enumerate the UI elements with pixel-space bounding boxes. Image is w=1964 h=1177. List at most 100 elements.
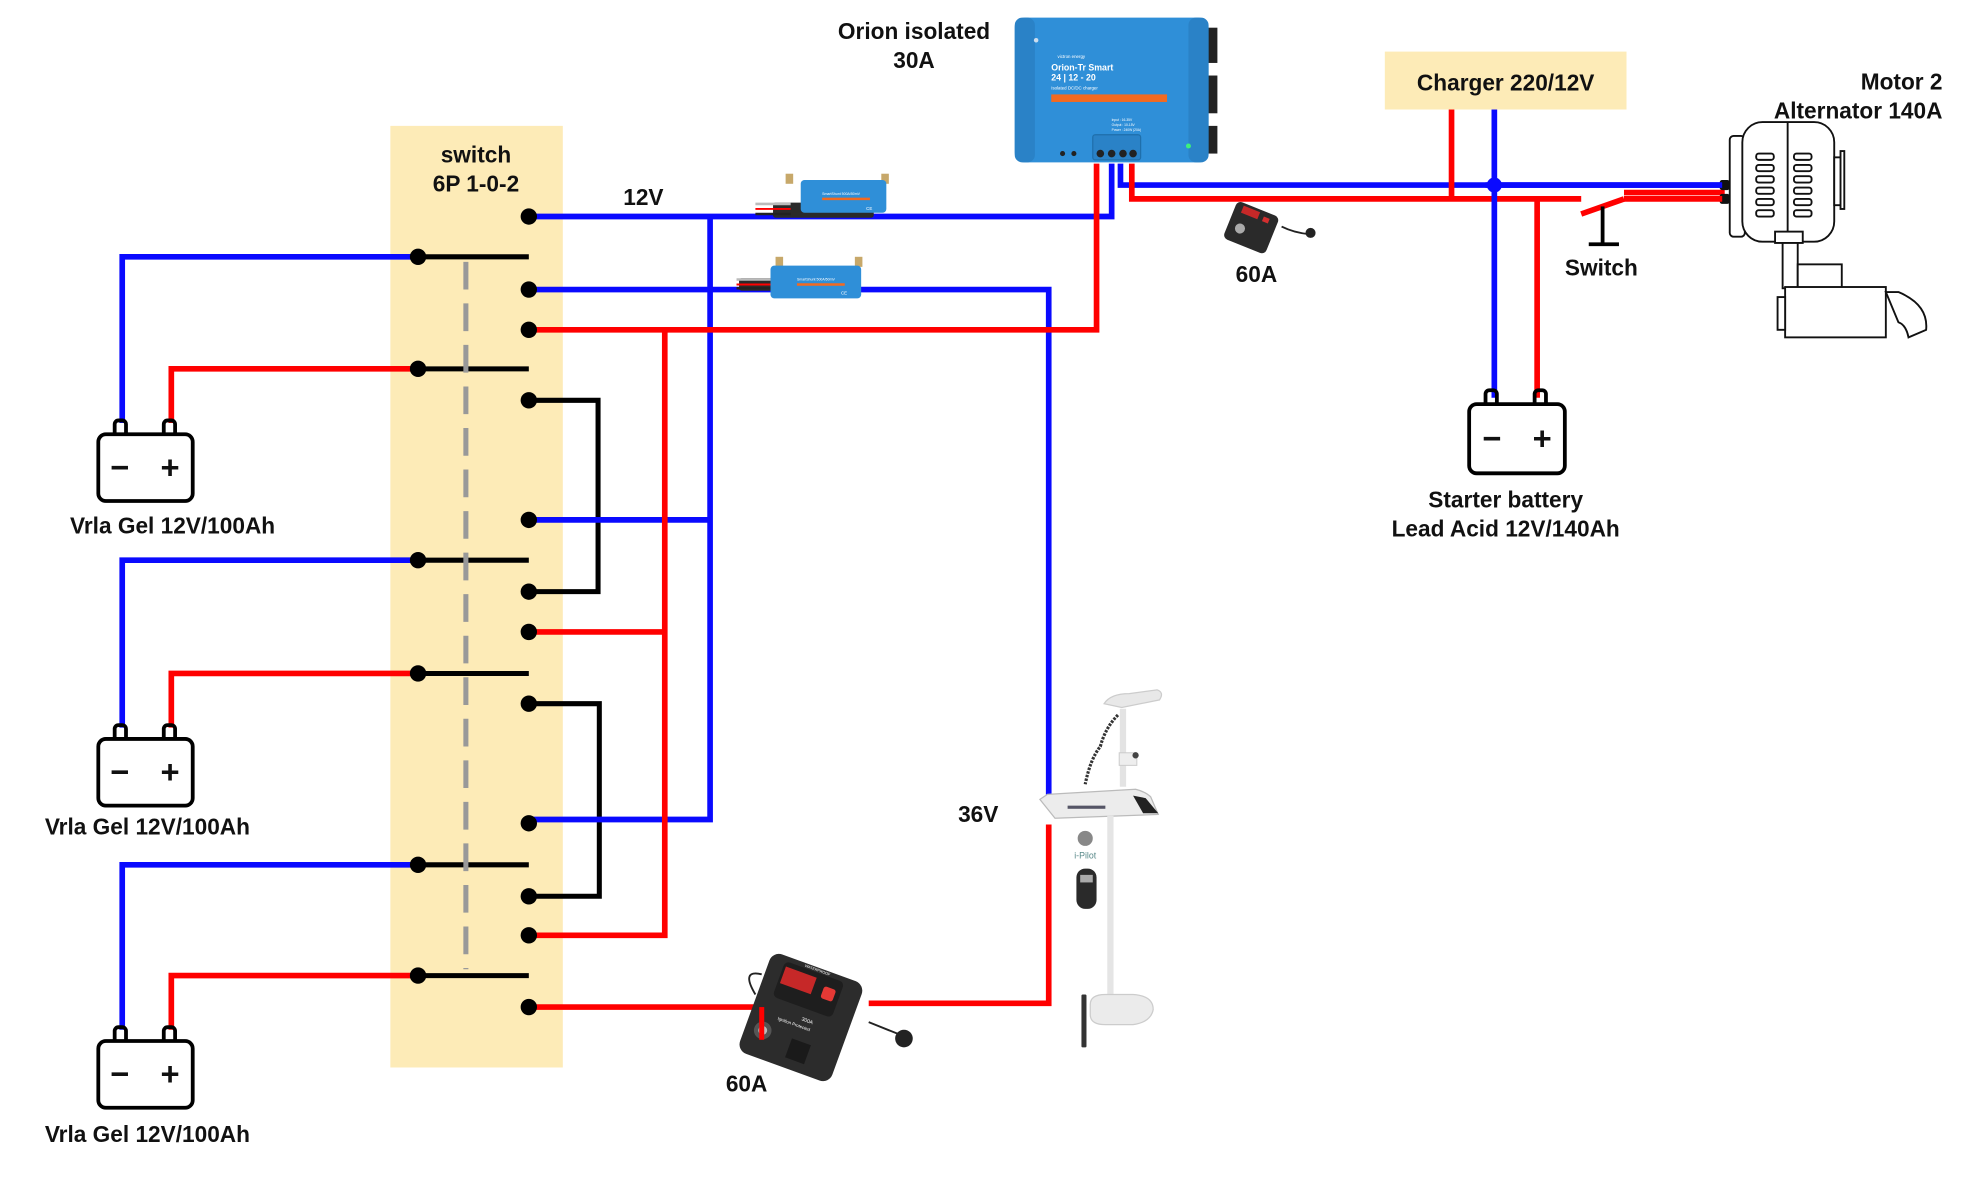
- bus-12v-negative-tap: [528, 216, 713, 823]
- battery-2-label: Vrla Gel 12V/100Ah: [45, 814, 250, 840]
- orion-spec: Power : 240W (20A): [1112, 128, 1141, 132]
- common-contact: [409, 665, 427, 682]
- common-contact: [409, 967, 427, 984]
- bus-36v-positive-out: [868, 824, 1052, 1007]
- orion-spec: Input : 16-35V: [1112, 118, 1133, 122]
- throw-contact: [520, 321, 538, 338]
- battery-plus-sign: +: [1533, 419, 1552, 456]
- throw-contact: [520, 927, 538, 944]
- orion-brand: victron energy: [1058, 54, 1086, 59]
- breaker-cap: [1305, 227, 1316, 238]
- starter-battery-label-line2: Lead Acid 12V/140Ah: [1392, 515, 1620, 541]
- orion-spec: Output : 10-15V: [1112, 123, 1136, 127]
- battery-2-negative-wire: [119, 557, 419, 728]
- fuse-top-label: 60A: [1236, 261, 1278, 287]
- engine-switch-label: Switch: [1565, 255, 1638, 281]
- starter-battery: − +: [1467, 388, 1567, 476]
- starter-side-wires: [1117, 109, 1725, 398]
- battery-3-negative-wire: [119, 861, 419, 1030]
- battery-minus-sign: −: [110, 448, 129, 485]
- shunt-model: SmartShunt 500A/50mV: [797, 278, 836, 282]
- switch-title-line2: 6P 1-0-2: [433, 170, 519, 196]
- battery-3: − +: [96, 1025, 195, 1110]
- battery-3-label: Vrla Gel 12V/100Ah: [45, 1121, 250, 1147]
- battery-plus-sign: +: [161, 448, 180, 485]
- smart-shunt-2: SmartShunt 500A/50mV CE: [736, 256, 863, 299]
- switch-panel: [390, 125, 563, 1068]
- shunt-ce: CE: [841, 291, 847, 296]
- throw-contact: [520, 998, 538, 1016]
- battery-wires: [119, 253, 419, 1030]
- status-led-icon: [1185, 143, 1191, 149]
- shunt-model: SmartShunt 500A/50mV: [822, 192, 861, 196]
- switch-title-line1: switch: [441, 141, 511, 167]
- series-jumpers: [528, 397, 602, 899]
- voltage-12v-label: 12V: [623, 184, 663, 210]
- battery-1-label: Vrla Gel 12V/100Ah: [70, 513, 275, 539]
- bus-12v-positive-tap: [528, 329, 668, 939]
- battery-plus-sign: +: [161, 1055, 180, 1092]
- bus-12v-negative: [528, 163, 1115, 220]
- charger-box: [1384, 51, 1627, 110]
- orion-out-positive: [1128, 163, 1582, 202]
- switch-arms: [418, 254, 529, 979]
- orion-orange-stripe: [1051, 94, 1168, 102]
- throw-contact: [520, 815, 538, 832]
- battery-plus-sign: +: [161, 753, 180, 790]
- battery-1: − +: [96, 418, 195, 503]
- common-contact: [409, 856, 427, 873]
- battery-icon: [96, 418, 195, 503]
- ipilot-puck-icon: [1077, 830, 1093, 846]
- terminal-screw: [1129, 149, 1137, 158]
- common-contact: [409, 551, 427, 569]
- bus-36v-negative: [528, 286, 1052, 806]
- orion-label-line2: 30A: [893, 47, 935, 73]
- fuse-bottom-label: 60A: [726, 1070, 768, 1096]
- throw-contact: [520, 208, 538, 225]
- battery-1-positive-wire: [168, 366, 419, 423]
- throw-contact: [520, 281, 538, 298]
- terminal-screw: [1107, 149, 1116, 158]
- common-contact: [409, 248, 427, 265]
- battery-minus-sign: −: [110, 1055, 129, 1092]
- battery-1-negative-wire: [119, 253, 419, 423]
- battery-icon: [1467, 388, 1567, 476]
- charger-label: Charger 220/12V: [1417, 70, 1594, 96]
- smart-shunt-1: SmartShunt 500A/50mV CE: [755, 173, 889, 218]
- throw-contact: [520, 392, 538, 409]
- shunt-ce: CE: [866, 206, 872, 211]
- motor-label-line1: Motor 2: [1861, 68, 1943, 94]
- battery-minus-sign: −: [110, 753, 129, 790]
- throw-contact: [520, 583, 538, 600]
- battery-3-positive-wire: [168, 972, 419, 1030]
- terminal-screw: [1096, 149, 1105, 158]
- battery-minus-sign: −: [1482, 419, 1501, 456]
- battery-icon: [96, 1025, 195, 1110]
- common-contact: [409, 360, 427, 378]
- throw-contact: [520, 888, 538, 905]
- throw-contact: [520, 511, 538, 529]
- battery-icon: [96, 723, 195, 808]
- starter-battery-label-line1: Starter battery: [1428, 486, 1583, 512]
- orion-dc-dc-charger: victron energy Orion-Tr Smart 24 | 12 - …: [1014, 17, 1218, 163]
- switch-contacts: [409, 208, 538, 1016]
- orion-model-line2: 24 | 12 - 20: [1051, 73, 1096, 83]
- engine-switch-symbol: [1580, 196, 1625, 247]
- circuit-breaker-top: [1224, 201, 1279, 254]
- orion-model-line3: Isolated DC/DC charger: [1051, 85, 1098, 90]
- motor-label-line2: Alternator 140A: [1774, 97, 1943, 123]
- output-wires: [528, 163, 1115, 1010]
- bus-12v-positive: [528, 163, 1100, 333]
- terminal-screw: [1119, 149, 1127, 158]
- orion-model-line1: Orion-Tr Smart: [1051, 62, 1113, 72]
- battery-2: − +: [96, 723, 195, 808]
- battery-2-positive-wire: [168, 670, 419, 728]
- orion-terminal-block: [1092, 134, 1142, 161]
- breaker-rating: 300A: [801, 1017, 815, 1027]
- alternator-drawing: [1728, 121, 1928, 339]
- breaker-cap-cable: [1281, 225, 1310, 236]
- circuit-breaker-bottom: WATERPROOF 300A Ignition Protected: [739, 953, 863, 1082]
- bluetooth-indicator-icon: [1033, 38, 1039, 43]
- voltage-36v-label: 36V: [958, 801, 998, 827]
